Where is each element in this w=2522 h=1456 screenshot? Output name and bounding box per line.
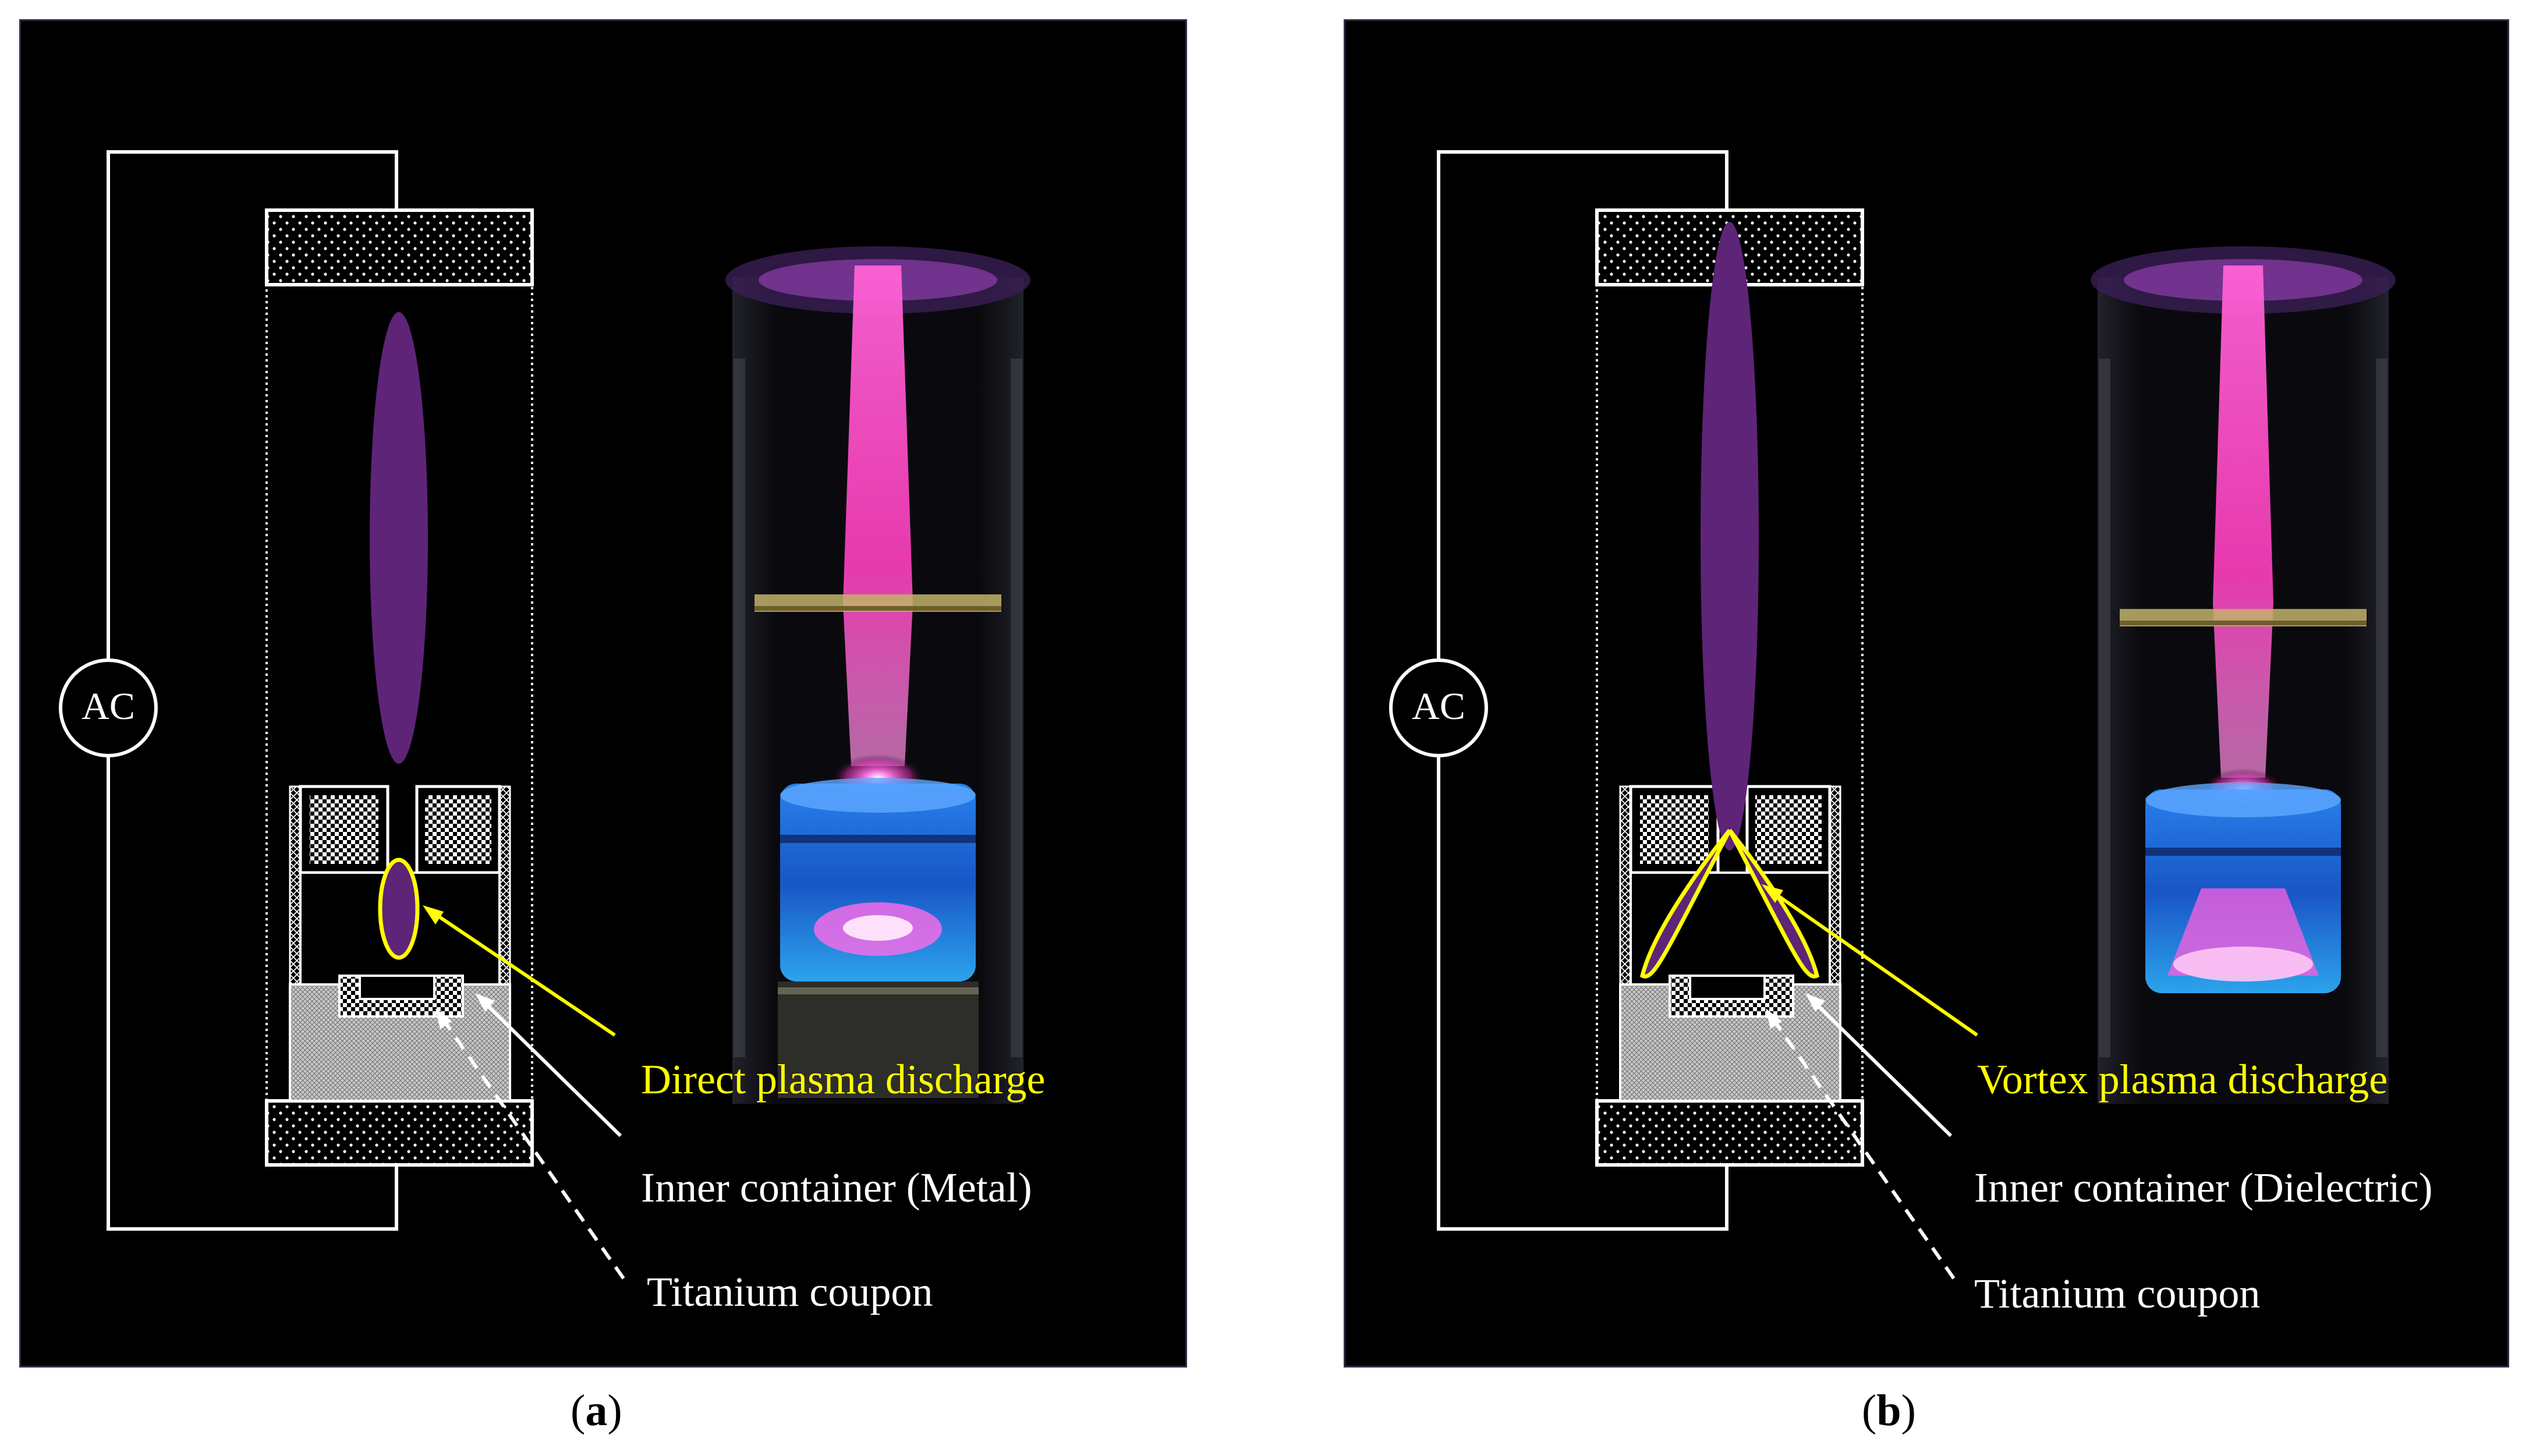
container-label: Inner container (Metal) bbox=[641, 1164, 1032, 1211]
panel-a: AC Direct plasma discharge Inner contain… bbox=[19, 19, 1187, 1368]
reactor-photo bbox=[2091, 246, 2396, 1104]
ac-source-label: AC bbox=[82, 685, 135, 728]
reactor-photo bbox=[725, 246, 1030, 1104]
schematic-b bbox=[1389, 150, 2396, 1280]
schematic-a bbox=[59, 150, 1030, 1280]
plasma-column bbox=[1701, 222, 1759, 851]
label-pointers bbox=[423, 905, 625, 1280]
coupon-label: Titanium coupon bbox=[647, 1269, 933, 1315]
plasma-column bbox=[370, 312, 428, 764]
discharge-label: Direct plasma discharge bbox=[641, 1056, 1046, 1103]
direct-discharge-highlight bbox=[378, 858, 420, 960]
ac-source-label: AC bbox=[1412, 685, 1465, 728]
panel-b: AC Vortex plasma discharge Inner contain… bbox=[1344, 19, 2509, 1368]
ac-source-icon bbox=[59, 658, 158, 757]
top-electrode bbox=[265, 208, 534, 286]
vortex-discharge-highlight bbox=[1639, 828, 1820, 979]
discharge-label: Vortex plasma discharge bbox=[1977, 1056, 2388, 1103]
bottom-electrode bbox=[265, 1099, 534, 1167]
container-label: Inner container (Dielectric) bbox=[1974, 1164, 2433, 1211]
coupon-label: Titanium coupon bbox=[1974, 1270, 2261, 1317]
label-pointers bbox=[1762, 884, 1978, 1280]
circuit-wire bbox=[1437, 150, 1728, 1231]
caption-b: (b) bbox=[1862, 1386, 1916, 1435]
ac-source-icon bbox=[1389, 658, 1488, 757]
bottom-electrode bbox=[1595, 1099, 1864, 1167]
caption-a: (a) bbox=[571, 1386, 622, 1435]
circuit-wire bbox=[107, 150, 398, 1231]
